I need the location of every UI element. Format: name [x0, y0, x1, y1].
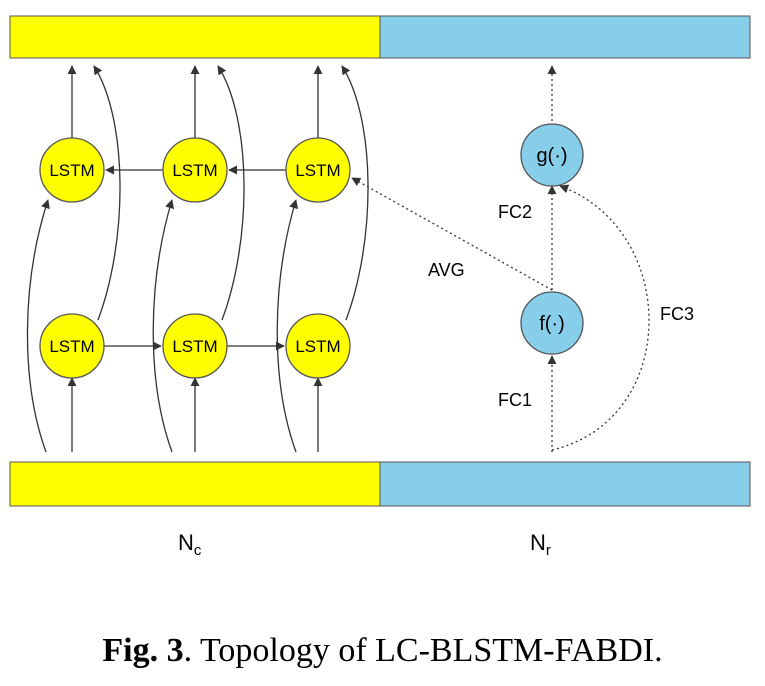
skip-arrow-lower-to-top-2 — [217, 65, 245, 321]
nc-subscript: c — [194, 542, 202, 559]
lstm-node-lower-1 — [39, 313, 105, 379]
skip-arrow-bottom-to-upper-1 — [26, 199, 50, 453]
g-node — [520, 123, 584, 187]
fc1-label: FC1 — [498, 390, 532, 410]
lstm-label-lower-3: LSTM — [295, 337, 340, 356]
figure-caption: Fig. 3. Topology of LC-BLSTM-FABDI. — [0, 632, 765, 670]
avg-arrow — [351, 177, 553, 291]
lstm-node-lower-3 — [285, 313, 351, 379]
bottom-context-segment — [9, 461, 381, 507]
caption-text: . Topology of LC-BLSTM-FABDI. — [183, 632, 663, 669]
caption-label: Fig. 3 — [102, 632, 184, 669]
f-node-label: f(·) — [539, 313, 565, 335]
lstm-label-lower-2: LSTM — [172, 337, 217, 356]
avg-label: AVG — [428, 260, 465, 280]
nr-label: Nr — [530, 530, 551, 559]
nc-symbol: N — [178, 530, 194, 555]
skip-arrow-bottom-to-upper-3 — [276, 199, 299, 453]
lstm-label-upper-1: LSTM — [49, 161, 94, 180]
bottom-right-segment — [379, 461, 751, 507]
lstm-node-upper-3 — [285, 137, 351, 203]
skip-arrow-bottom-to-upper-2 — [152, 199, 175, 453]
lstm-node-lower-2 — [162, 313, 228, 379]
skip-arrow-lower-to-top-3 — [341, 65, 369, 321]
fc3-label: FC3 — [660, 304, 694, 324]
lstm-label-lower-1: LSTM — [49, 337, 94, 356]
skip-arrow-lower-to-top-1 — [93, 65, 121, 321]
lstm-node-upper-2 — [162, 137, 228, 203]
top-context-segment — [9, 15, 381, 59]
f-node — [520, 291, 584, 355]
lstm-label-upper-2: LSTM — [172, 161, 217, 180]
nc-label: Nc — [178, 530, 202, 559]
lstm-node-upper-1 — [39, 137, 105, 203]
nr-symbol: N — [530, 530, 546, 555]
nr-subscript: r — [546, 542, 551, 559]
fc2-label: FC2 — [498, 202, 532, 222]
lstm-label-upper-3: LSTM — [295, 161, 340, 180]
g-node-label: g(·) — [536, 145, 567, 167]
topology-diagram: LSTM LSTM LSTM LSTM LSTM LSTM g(·) f(·) … — [9, 15, 751, 559]
top-right-segment — [379, 15, 751, 59]
